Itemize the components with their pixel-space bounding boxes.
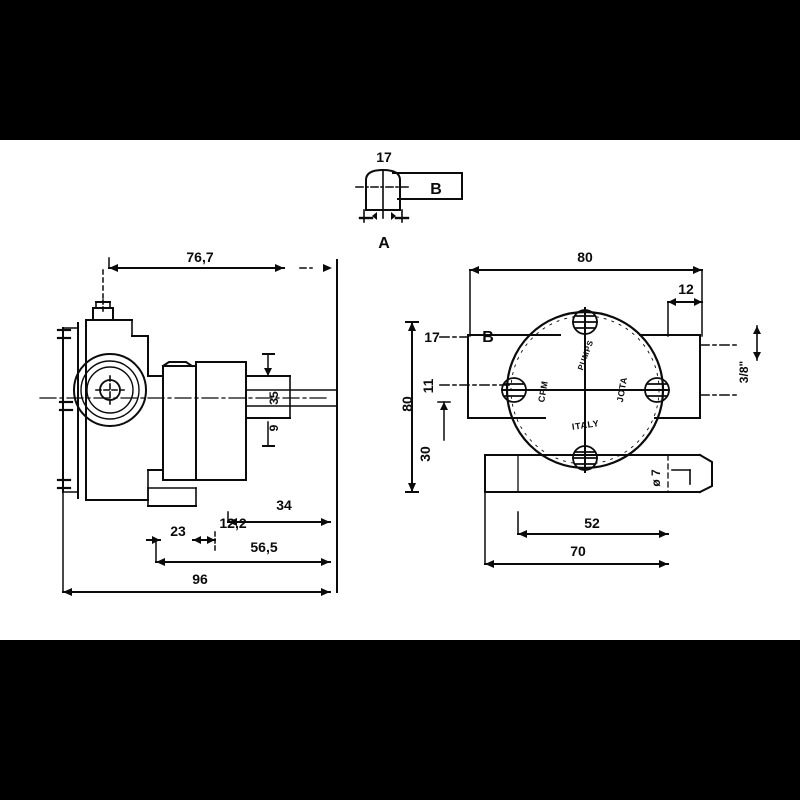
front-dim-11: 11 xyxy=(420,378,436,393)
front-dim-17: 17 xyxy=(424,329,440,345)
side-dim-56-5: 56,5 xyxy=(250,539,277,555)
body-marking-pumps: PUMPS xyxy=(576,339,595,372)
letterbox-bar-bottom xyxy=(0,640,800,800)
front-dim-12: 12 xyxy=(678,281,694,297)
side-elevation-dimensions xyxy=(62,257,332,596)
side-dim-96: 96 xyxy=(192,571,208,587)
front-dim-30: 30 xyxy=(417,446,433,462)
side-dim-35: 35 xyxy=(267,391,281,405)
front-section-label-b: B xyxy=(482,329,494,346)
front-dim-70: 70 xyxy=(570,543,586,559)
detail-dim-17: 17 xyxy=(376,149,392,165)
side-elevation-geometry xyxy=(39,259,338,593)
side-dim-9: 9 xyxy=(267,424,281,431)
front-dim-52: 52 xyxy=(584,515,600,531)
detail-section-label-b: B xyxy=(430,181,442,198)
technical-drawing-canvas: 17 A B 76,7 35 9 34 23 12,2 56,5 96 80 1… xyxy=(0,140,800,640)
side-dim-12-2: 12,2 xyxy=(219,515,246,531)
front-dim-80-width: 80 xyxy=(577,249,593,265)
body-marking-jota: JOTA xyxy=(615,376,629,403)
side-dim-23: 23 xyxy=(170,523,186,539)
body-marking-cpm: CPM xyxy=(536,380,550,403)
section-label-a: A xyxy=(378,235,390,252)
front-dim-80-height: 80 xyxy=(399,396,415,412)
front-dim-port-thread: 3/8" xyxy=(737,361,751,383)
body-marking-italy: ITALY xyxy=(571,418,600,432)
side-dim-34: 34 xyxy=(276,497,292,513)
front-elevation-dimensions xyxy=(405,266,761,568)
drawing-svg: 17 A B 76,7 35 9 34 23 12,2 56,5 96 80 1… xyxy=(39,149,761,596)
side-dim-76-7: 76,7 xyxy=(186,249,213,265)
letterbox-bar-top xyxy=(0,0,800,140)
front-elevation-geometry xyxy=(439,307,741,494)
detail-section-view xyxy=(355,168,463,223)
front-dim-bolt-hole: ø 7 xyxy=(649,469,663,487)
